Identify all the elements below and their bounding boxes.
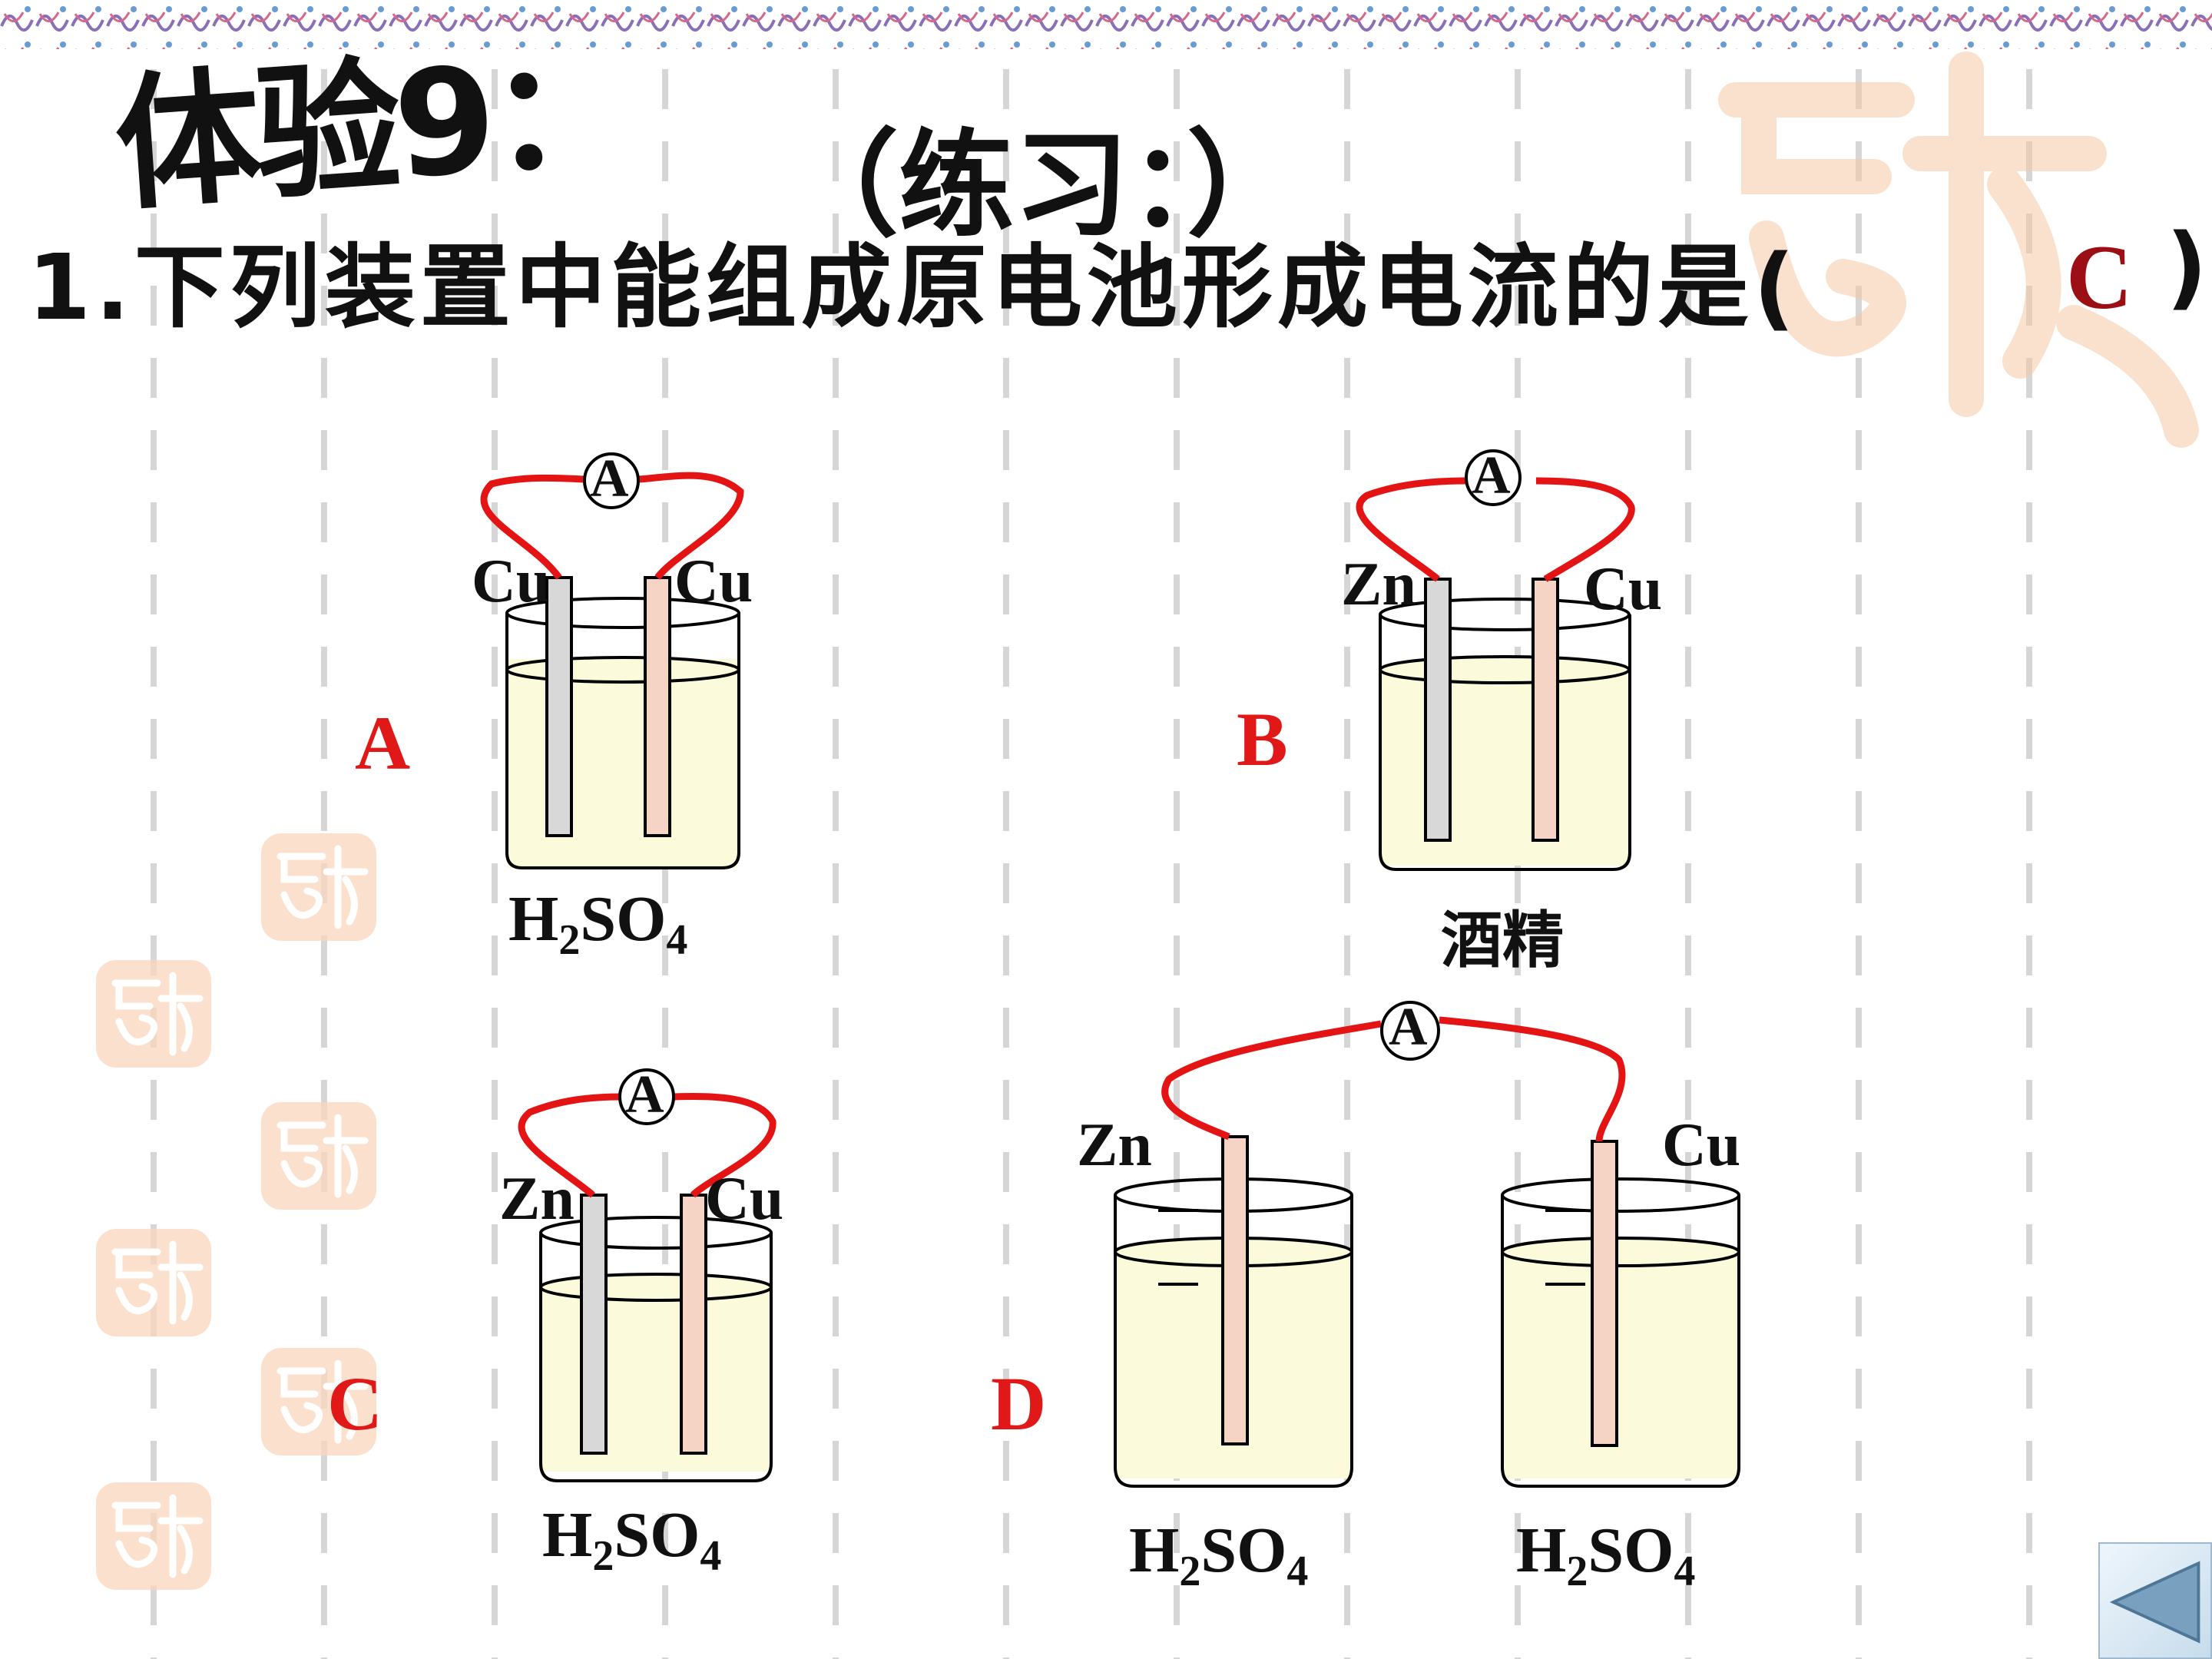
apparatus-c — [518, 1068, 777, 1482]
solution-d-left-label: H2SO4 — [1129, 1515, 1309, 1595]
electrode-d-right-label: Cu — [1662, 1111, 1741, 1179]
ammeter-b-icon — [1465, 449, 1522, 506]
apparatus-d — [1114, 1001, 1740, 1488]
ammeter-d-icon — [1380, 1001, 1440, 1061]
electrode-a-left — [545, 576, 573, 837]
ammeter-d-label: A — [1389, 998, 1428, 1057]
electrode-c-left-label: Zn — [499, 1165, 575, 1233]
ammeter-b-label: A — [1472, 446, 1511, 505]
question-text: 1.下列装置中能组成原电池形成电流的是( — [28, 234, 1800, 340]
electrode-c-right — [680, 1194, 707, 1455]
electrode-d-right — [1591, 1140, 1618, 1447]
back-arrow-icon — [2109, 1561, 2200, 1644]
wire-a — [480, 472, 744, 580]
electrode-a-right-label: Cu — [674, 548, 753, 615]
electrode-c-left — [580, 1194, 608, 1455]
question-close-paren: ) — [2166, 214, 2207, 320]
option-c-label: C — [327, 1361, 383, 1446]
solution-b-label: 酒精 — [1441, 905, 1564, 976]
ammeter-a-label: A — [590, 449, 629, 508]
option-b-label: B — [1237, 697, 1288, 782]
solution-c-label: H2SO4 — [542, 1499, 722, 1580]
electrode-d-left-label: Zn — [1077, 1111, 1152, 1179]
electrode-c-right-label: Cu — [705, 1165, 784, 1233]
solution-a-label: H2SO4 — [508, 883, 688, 964]
electrode-b-left — [1424, 578, 1452, 842]
apparatus-a — [480, 452, 744, 869]
wire-d — [1161, 1016, 1626, 1142]
ammeter-a-icon — [583, 452, 640, 509]
electrode-b-right-label: Cu — [1584, 555, 1663, 623]
option-d-label: D — [991, 1361, 1047, 1446]
ammeter-c-label: A — [625, 1065, 664, 1124]
wire-c — [518, 1092, 777, 1198]
ammeter-c-icon — [618, 1068, 675, 1125]
answer-text: C — [2066, 226, 2133, 328]
decorative-border — [0, 0, 2212, 49]
slide-subtitle: （练习：） — [783, 119, 1303, 253]
electrode-b-left-label: Zn — [1341, 551, 1416, 618]
electrode-d-left — [1221, 1135, 1249, 1445]
solution-d-right-label: H2SO4 — [1516, 1515, 1696, 1595]
electrode-a-right — [644, 576, 671, 837]
wire-b — [1356, 477, 1635, 582]
electrode-a-left-label: Cu — [472, 548, 551, 615]
electrode-b-right — [1532, 578, 1559, 842]
option-a-label: A — [355, 700, 411, 786]
back-button[interactable] — [2098, 1542, 2212, 1659]
large-watermark-seal — [1718, 51, 2199, 448]
apparatus-b — [1356, 449, 1635, 871]
